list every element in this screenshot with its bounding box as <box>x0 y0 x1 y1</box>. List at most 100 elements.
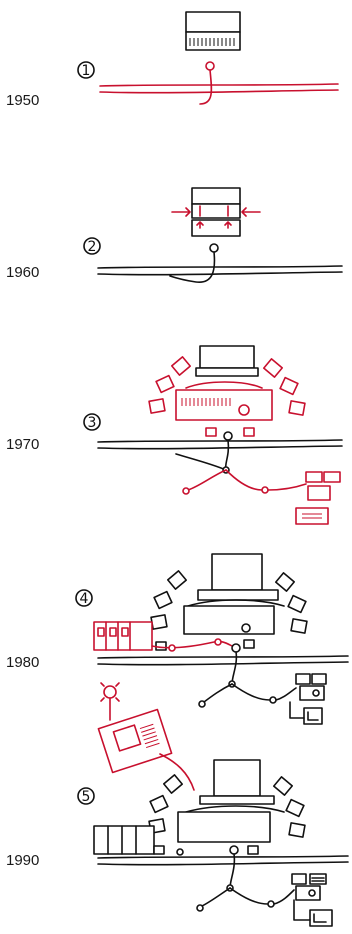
console-shelf <box>197 589 279 601</box>
small-unit-right <box>243 427 255 437</box>
monitor-left-2 <box>155 374 175 394</box>
small-unit-right <box>247 845 259 855</box>
arrow-left-in <box>171 207 191 217</box>
junction-node <box>229 845 239 855</box>
trunk-line-bottom <box>97 271 343 276</box>
trunk-line-top <box>97 439 343 443</box>
drop-cable <box>224 439 230 471</box>
monitor-left-1 <box>162 774 184 794</box>
workstation-c-dial <box>308 889 316 897</box>
desk-dial <box>238 404 250 416</box>
remote-keys <box>139 723 160 749</box>
workstation-d <box>295 507 329 525</box>
junction-node <box>209 243 219 253</box>
monitor-left-1 <box>170 356 192 376</box>
workstation-b <box>311 673 327 685</box>
side-cable <box>175 453 227 471</box>
console-box <box>191 187 241 205</box>
desk-dial <box>241 623 251 633</box>
monitor-left-3 <box>150 614 168 630</box>
bank-node <box>176 848 184 856</box>
monitor-left-1 <box>166 570 188 590</box>
antenna-node <box>103 685 117 699</box>
console-shelf <box>195 367 259 377</box>
workstation-link <box>289 701 305 719</box>
monitor-right-3 <box>288 822 306 838</box>
branch-left <box>187 469 227 491</box>
arrow-up-left <box>196 221 204 229</box>
console-box <box>213 759 261 797</box>
monitor-right-1 <box>272 776 294 796</box>
stage-4-sketch: 4 <box>75 553 349 725</box>
drop-cable <box>229 853 236 889</box>
workstation-d <box>303 707 323 725</box>
stage-5-sketch: 5 <box>77 682 349 927</box>
terminal-node-left <box>182 487 190 495</box>
workstation-b-lines <box>311 877 325 882</box>
console-box <box>199 345 255 369</box>
workstation-c-dial <box>312 689 320 697</box>
red-dividers <box>199 205 229 217</box>
monitor-left-2 <box>153 590 173 610</box>
terminal-node-right <box>261 486 269 494</box>
terminal-node-left <box>196 904 204 912</box>
stage-number: 5 <box>82 789 91 805</box>
stage-number-circle <box>83 237 101 255</box>
control-arc <box>187 599 285 607</box>
small-unit-left <box>205 427 217 437</box>
control-desk <box>175 389 273 421</box>
stage-3-sketch: 3 <box>83 345 343 525</box>
console-shelf <box>199 795 275 805</box>
branch-right <box>231 683 271 701</box>
branch-to-workstation <box>267 483 307 491</box>
small-unit-right <box>243 639 255 649</box>
stage-number: 2 <box>88 239 97 255</box>
remote-link <box>159 753 195 791</box>
workstation-c <box>295 885 321 901</box>
workstation-a <box>291 873 307 885</box>
control-arc <box>185 805 285 813</box>
trunk-line-bottom <box>97 661 349 666</box>
branch-left <box>201 887 231 907</box>
branch-left <box>203 683 233 703</box>
stage-number-circle <box>77 61 95 79</box>
workstation-d-detail <box>313 913 327 923</box>
antenna-rays <box>100 682 120 702</box>
year-label-1950: 1950 <box>6 92 40 109</box>
stage-number: 1 <box>82 63 91 79</box>
monitor-right-2 <box>279 376 299 396</box>
console-box <box>185 11 241 33</box>
workstation-link <box>293 899 311 921</box>
keyboard-keys <box>189 38 235 46</box>
junction-node <box>223 431 233 441</box>
junction-node <box>231 643 241 653</box>
year-label-1980: 1980 <box>6 654 40 671</box>
trunk-line-top <box>97 265 343 269</box>
remote-screen <box>112 724 142 752</box>
trunk-line-bottom <box>97 445 343 450</box>
monitor-right-3 <box>290 618 308 634</box>
terminal-node-right <box>269 696 277 704</box>
bank-node-2 <box>214 638 222 646</box>
control-desk <box>177 811 271 843</box>
trunk-line-top <box>97 855 349 859</box>
stage-number-circle <box>77 787 95 805</box>
branch-to-workstation <box>275 687 297 701</box>
monitor-right-2 <box>285 798 305 818</box>
stage-number-circle <box>75 589 93 607</box>
workstation-c <box>307 485 331 501</box>
workstation-d-detail <box>307 711 319 721</box>
trunk-line-top <box>97 655 349 659</box>
terminal-node-right <box>267 900 275 908</box>
bank-module-2 <box>109 627 117 637</box>
console-box <box>211 553 263 591</box>
control-arc <box>185 381 263 389</box>
workstation-a <box>305 471 323 483</box>
year-label-1970: 1970 <box>6 436 40 453</box>
branch-right <box>229 887 269 905</box>
equipment-bank-dividers <box>105 621 131 651</box>
desk-keys <box>181 398 231 406</box>
control-desk <box>183 605 275 635</box>
